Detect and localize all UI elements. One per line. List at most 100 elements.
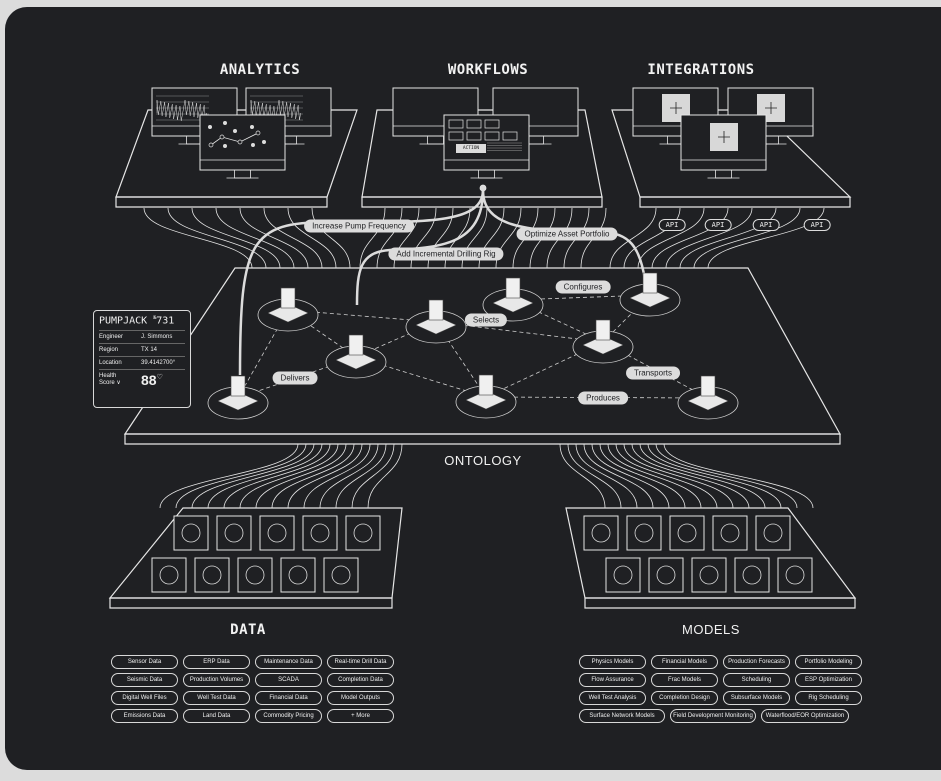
- tank-icon: [151, 557, 187, 593]
- pill-row: Surface Network Models Field Development …: [579, 709, 862, 723]
- model-pill[interactable]: Physics Models: [579, 655, 646, 669]
- ontology-node: [619, 272, 681, 317]
- action-button[interactable]: ACTION: [456, 144, 486, 153]
- connector-wire: [191, 207, 281, 269]
- api-chip: API: [752, 219, 780, 231]
- data-source-pill[interactable]: Completion Data: [327, 673, 394, 687]
- heart-badge-icon: ♡: [156, 374, 163, 382]
- connector-wire: [559, 443, 606, 509]
- section-title-integrations: INTEGRATIONS: [647, 62, 755, 78]
- connector-wire: [223, 443, 331, 509]
- connector-wire: [335, 443, 387, 509]
- model-pill[interactable]: Financial Models: [651, 655, 718, 669]
- data-source-pill[interactable]: Well Test Data: [183, 691, 250, 705]
- model-pill[interactable]: Field Development Monitoring: [670, 709, 756, 723]
- connector-wire: [583, 443, 654, 509]
- model-pill[interactable]: Subsurface Models: [723, 691, 790, 705]
- info-card-title: PUMPJACK №731: [99, 315, 185, 332]
- flow-icon: [734, 557, 770, 593]
- connector-wire: [191, 443, 315, 509]
- info-card-title-text: PUMPJACK: [99, 315, 148, 327]
- data-source-pill[interactable]: Production Volumes: [183, 673, 250, 687]
- model-pill[interactable]: Well Test Analysis: [579, 691, 646, 705]
- model-pill[interactable]: Completion Design: [651, 691, 718, 705]
- waves-icon: [173, 515, 209, 551]
- refinery-icon: [505, 277, 521, 299]
- connector-wire: [143, 207, 253, 269]
- tank-icon: [302, 515, 338, 551]
- section-title-data: DATA: [230, 622, 266, 638]
- connector-wire: [609, 207, 657, 269]
- api-chip: API: [803, 219, 831, 231]
- ontology-node: [572, 319, 634, 364]
- connector-wire: [665, 207, 753, 269]
- info-key: Region: [99, 347, 119, 354]
- connector-wire: [679, 207, 777, 269]
- connector-wire: [167, 207, 267, 269]
- action-increase-pump-frequency[interactable]: Increase Pump Frequency: [304, 219, 414, 233]
- data-source-pill[interactable]: Digital Well Files: [111, 691, 178, 705]
- model-pill[interactable]: Portfolio Modeling: [795, 655, 862, 669]
- network-grid-icon: [691, 557, 727, 593]
- database-icon: [216, 515, 252, 551]
- relation-produces: Produces: [578, 391, 628, 405]
- model-pill[interactable]: Flow Assurance: [579, 673, 646, 687]
- data-source-pill[interactable]: Emissions Data: [111, 709, 178, 723]
- data-source-pill[interactable]: + More: [327, 709, 394, 723]
- section-title-models: MODELS: [682, 622, 740, 637]
- person-icon: [428, 299, 444, 321]
- model-pill[interactable]: Waterflood/EOR Optimization: [761, 709, 849, 723]
- connector-wire: [663, 443, 814, 509]
- action-optimize-asset-portfolio[interactable]: Optimize Asset Portfolio: [516, 227, 618, 241]
- relation-transports: Transports: [626, 366, 680, 380]
- integrations-platform-edge: [639, 196, 851, 208]
- data-source-pill[interactable]: Commodity Pricing: [255, 709, 322, 723]
- model-pill[interactable]: Rig Scheduling: [795, 691, 862, 705]
- connector-wire: [311, 207, 351, 269]
- data-source-pill[interactable]: Sensor Data: [111, 655, 178, 669]
- connector-wire: [359, 207, 386, 269]
- data-source-pill[interactable]: ERP Data: [183, 655, 250, 669]
- ontology-node: [455, 374, 517, 419]
- grid-icon: [345, 515, 381, 551]
- action-add-drilling-rig[interactable]: Add Incremental Drilling Rig: [388, 247, 504, 261]
- pumpjack-info-card[interactable]: PUMPJACK №731 Engineer J. Simmons Region…: [93, 310, 191, 408]
- connector-wire: [575, 443, 638, 509]
- connector-wire: [287, 443, 363, 509]
- model-pill[interactable]: Frac Models: [651, 673, 718, 687]
- data-source-pill[interactable]: Real-time Drill Data: [327, 655, 394, 669]
- relation-configures: Configures: [555, 280, 611, 294]
- data-sources-list: Sensor Data ERP Data Maintenance Data Real-…: [111, 655, 394, 723]
- connector-wire: [591, 443, 670, 509]
- health-score-label[interactable]: Health Score ∨: [99, 373, 141, 386]
- model-pill[interactable]: Scheduling: [723, 673, 790, 687]
- ontology-node: [257, 287, 319, 332]
- section-title-workflows: WORKFLOWS: [447, 62, 529, 78]
- data-source-pill[interactable]: Land Data: [183, 709, 250, 723]
- connector-wire: [175, 443, 307, 509]
- model-pill[interactable]: ESP Optimization: [795, 673, 862, 687]
- grid-icon: [194, 557, 230, 593]
- model-pill[interactable]: Surface Network Models: [579, 709, 665, 723]
- connector-wire: [351, 443, 395, 509]
- connector-wire: [631, 443, 750, 509]
- data-source-pill[interactable]: Maintenance Data: [255, 655, 322, 669]
- data-source-pill[interactable]: SCADA: [255, 673, 322, 687]
- section-title-ontology: ONTOLOGY: [444, 453, 522, 468]
- architecture-diagram: [108, 87, 857, 609]
- ontology-node: [677, 375, 739, 420]
- diagram-panel: ANALYTICS WORKFLOWS INTEGRATIONS ONTOLOG…: [5, 7, 941, 770]
- connector-wire: [287, 207, 337, 269]
- data-source-pill[interactable]: Seismic Data: [111, 673, 178, 687]
- connector-wire: [271, 443, 355, 509]
- data-source-pill[interactable]: Financial Data: [255, 691, 322, 705]
- flow-icon: [583, 515, 619, 551]
- data-source-pill[interactable]: Model Outputs: [327, 691, 394, 705]
- connector-wire: [215, 207, 295, 269]
- connector-wire: [623, 207, 681, 269]
- info-card-number-prefix: №: [153, 315, 157, 321]
- connector-wire: [319, 443, 379, 509]
- model-pill[interactable]: Production Forecasts: [723, 655, 790, 669]
- relation-selects: Selects: [464, 313, 508, 327]
- connector-wire: [639, 443, 766, 509]
